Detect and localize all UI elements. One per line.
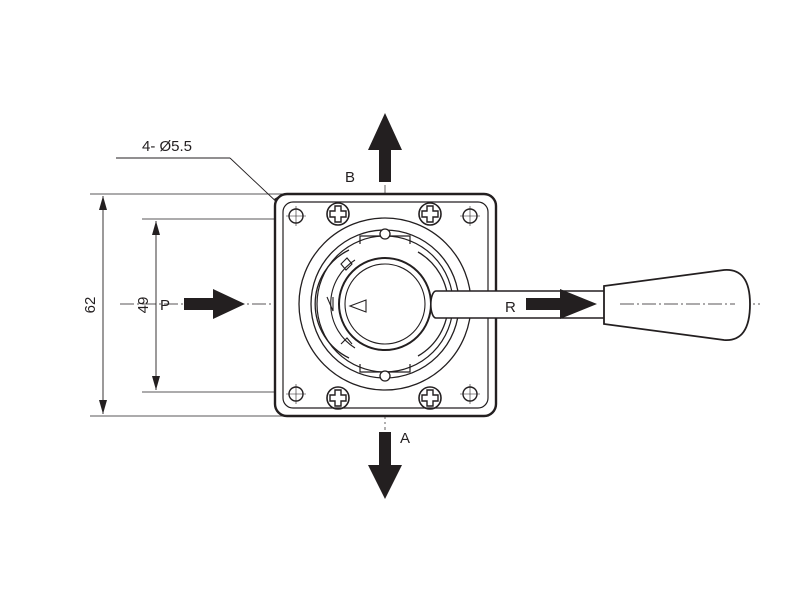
arrow-right-icon <box>526 289 597 319</box>
detent-pin-bottom <box>379 370 391 382</box>
arrow-up-icon <box>368 113 402 182</box>
port-b-label: B <box>345 169 355 186</box>
dimension-62 <box>99 196 107 414</box>
hole-callout-label: 4- Ø5.5 <box>142 138 192 155</box>
port-a-label: A <box>400 430 410 447</box>
detent-pin-top <box>379 228 391 240</box>
lever-handle <box>603 269 751 341</box>
dimension-62-label: 62 <box>82 297 99 314</box>
port-r-label: R <box>505 299 516 316</box>
dimension-49-label: 49 <box>135 297 152 314</box>
dimension-49 <box>152 221 160 390</box>
dimension-extension-lines <box>90 193 294 417</box>
arrow-right-icon <box>184 289 245 319</box>
stop-marks <box>326 257 367 345</box>
port-p-label: P <box>160 297 170 314</box>
arrow-down-icon <box>368 432 402 499</box>
hole-callout-leader <box>116 157 284 209</box>
